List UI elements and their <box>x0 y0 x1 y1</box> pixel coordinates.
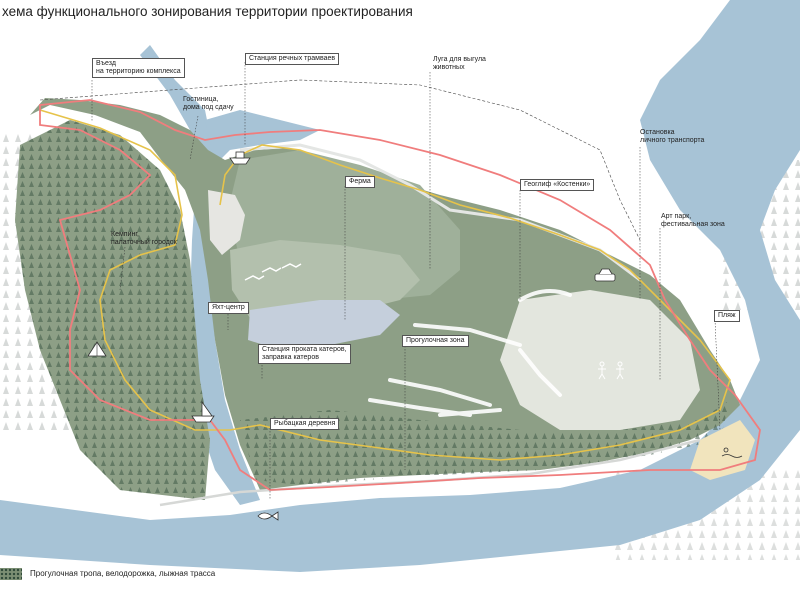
label-farm: Ферма <box>345 176 375 188</box>
field-area <box>230 240 420 318</box>
people-icon <box>598 361 624 380</box>
label-geoglyph: Геоглиф «Костенки» <box>520 179 595 191</box>
label-hotel: Гостиница, дома под сдачу <box>183 96 234 111</box>
horse-drawings <box>244 263 302 281</box>
label-tram-station: Станция речных трамваев <box>245 53 340 65</box>
hotel-area <box>208 190 245 255</box>
car-icon <box>594 268 616 282</box>
leader-lines <box>91 62 721 500</box>
yacht-lake <box>248 300 400 350</box>
yacht-icon <box>191 400 215 423</box>
label-artpark: Арт парк, фестивальная зона <box>661 213 725 228</box>
label-fishing-village: Рыбацкая деревня <box>270 418 340 430</box>
label-beach: Пляж <box>714 310 740 322</box>
artpark-area <box>500 290 700 430</box>
legend: Прогулочная тропа, велодорожка, лыжная т… <box>0 566 380 582</box>
trail-path <box>39 109 731 461</box>
boat-icon <box>229 151 251 165</box>
label-boat-rental: Станция проката катеров, заправка катеро… <box>258 344 351 364</box>
project-boundary <box>39 99 761 491</box>
forest-texture <box>15 120 210 500</box>
geoglyph-drawing <box>368 289 572 417</box>
label-bus-stop: Остановка личного транспорта <box>640 129 705 144</box>
legend-trail-swatch <box>0 568 22 580</box>
legend-trail-label: Прогулочная тропа, велодорожка, лыжная т… <box>30 569 216 578</box>
label-entry: Въезд на территорию комплекса <box>92 58 185 78</box>
label-walk-zone: Прогулочная зона <box>402 335 469 347</box>
dashed-border <box>39 79 641 241</box>
river-main <box>0 0 800 572</box>
swimmer-icon <box>721 447 743 458</box>
label-yacht-center: Яхт-центр <box>208 302 249 314</box>
page-title: хема функционального зонирования террито… <box>2 4 413 19</box>
river-inlet <box>140 45 260 505</box>
fish-icon <box>257 511 279 521</box>
river-bay <box>205 110 320 165</box>
forest-texture-south <box>240 400 730 485</box>
tent-icon <box>87 341 107 357</box>
label-meadow: Луга для выгула животных <box>433 56 486 71</box>
label-camping: Кемпинг, палаточный городок <box>111 231 177 246</box>
